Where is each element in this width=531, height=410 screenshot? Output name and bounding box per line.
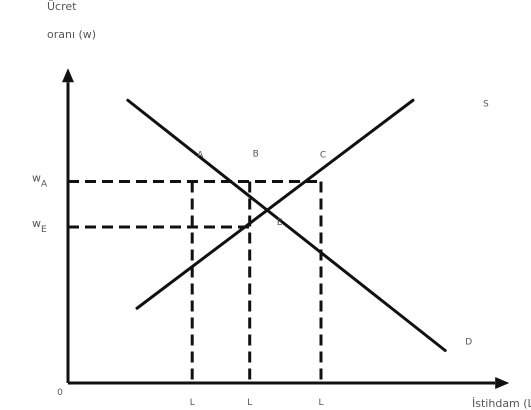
chart-title: Ücret	[47, 0, 77, 13]
x-tick-label-2: L	[247, 398, 252, 408]
plot-area: wA wE L L L A B C E S D	[32, 68, 510, 408]
x-tick-label-1: L	[190, 398, 195, 408]
origin-label: 0	[57, 388, 63, 398]
y-tick-label-2: wE	[32, 217, 47, 235]
x-axis-arrow	[495, 377, 510, 389]
point-label-3: C	[320, 151, 326, 161]
point-label-4: E	[277, 218, 283, 228]
x-axis-label: İstihdam (L)	[472, 397, 531, 410]
line-label-demand: D	[465, 338, 472, 348]
y-tick-label-1: wA	[32, 172, 48, 190]
y-axis-label: oranı (w)	[47, 28, 96, 41]
series-line-1	[126, 98, 447, 352]
y-axis-arrow	[62, 68, 74, 83]
series-line-2	[135, 98, 415, 310]
point-label-1: A	[197, 151, 204, 161]
line-label-supply: S	[483, 99, 489, 109]
x-tick-label-3: L	[318, 398, 323, 408]
point-label-2: B	[253, 150, 259, 160]
